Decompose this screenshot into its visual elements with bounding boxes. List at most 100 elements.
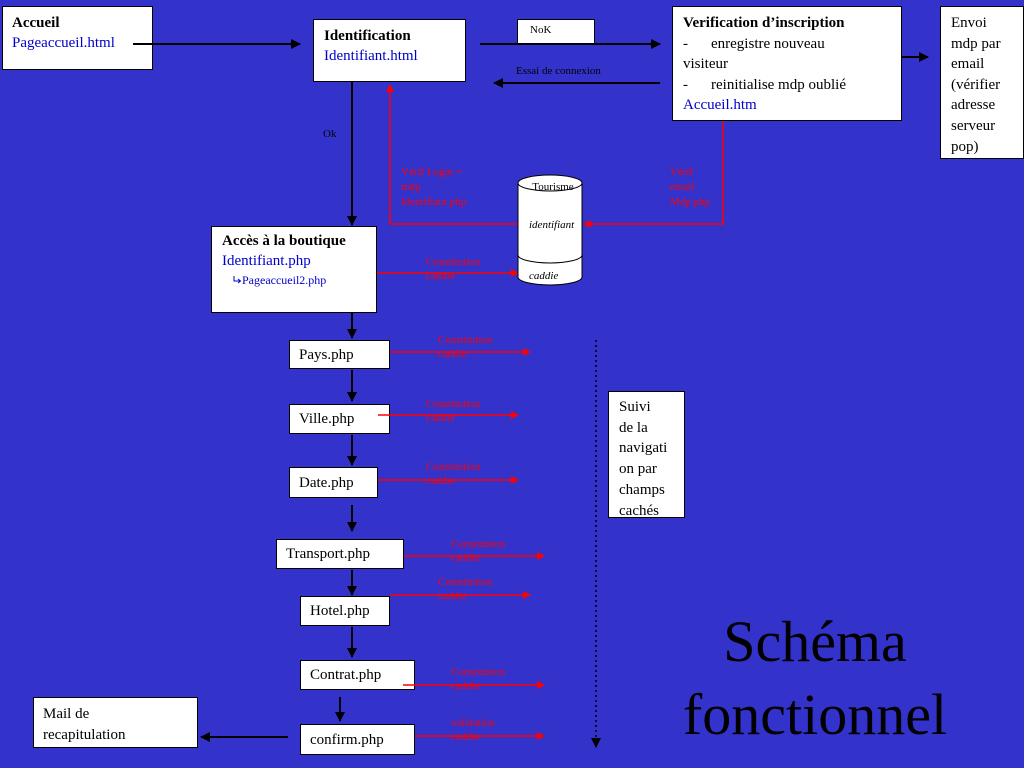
- accueil-title: Accueil: [12, 15, 60, 31]
- caddie-label-line: caddie: [451, 552, 480, 564]
- database-table-caddie: caddie: [529, 270, 558, 282]
- envoi-line: Envoi: [951, 15, 987, 31]
- suivi-line: on par: [619, 461, 657, 478]
- mail-line: recapitulation: [43, 727, 126, 743]
- verif-login-line: Vérif Login +: [401, 166, 463, 178]
- page-name: Contrat.php: [310, 667, 382, 683]
- identification-title: Identification: [324, 28, 411, 44]
- identification-box: Identification Identifiant.html: [313, 19, 466, 82]
- page-name: Hotel.php: [310, 603, 370, 619]
- verif-email-line: email: [670, 181, 695, 193]
- envoi-line: mdp par: [951, 35, 1001, 52]
- caddie-label-line: Constitution: [438, 576, 493, 588]
- caddie-label-line: caddie: [451, 680, 480, 692]
- caddie-label-ville: Constitution caddie: [426, 397, 480, 425]
- caddie-label-line: Constitution: [451, 666, 506, 678]
- caddie-label-line: Constitution: [438, 334, 493, 346]
- suivi-line: champs: [619, 481, 665, 498]
- identification-file: Identifiant.html: [324, 48, 418, 64]
- verification-item-continuation: visiteur: [683, 56, 728, 72]
- database-name: Tourisme: [532, 181, 574, 193]
- envoi-line: (vérifier: [951, 76, 1001, 93]
- accueil-file: Pageaccueil.html: [12, 35, 115, 51]
- caddie-label-line: caddie: [438, 590, 467, 602]
- slide-title-line: Schéma: [723, 609, 907, 674]
- caddie-label-line: validation: [451, 717, 495, 729]
- page-box-confirm: confirm.php: [300, 724, 415, 755]
- envoi-line: pop): [951, 138, 979, 155]
- verif-login-line: Identifiant.php: [401, 196, 467, 208]
- ok-label: Ok: [323, 128, 337, 140]
- boutique-box: Accès à la boutique Identifiant.php Page…: [211, 226, 377, 313]
- caddie-label-line: caddie: [426, 475, 455, 487]
- accueil-box: Accueil Pageaccueil.html: [2, 6, 153, 70]
- caddie-label-pays: Constitution caddie: [438, 333, 492, 361]
- suivi-box: Suivi de la navigati on par champs caché…: [608, 391, 685, 519]
- caddie-label-contrat: Constitution caddie: [451, 665, 505, 693]
- boutique-file: Identifiant.php: [222, 253, 311, 269]
- caddie-label-transport: Constitution caddie: [451, 537, 505, 565]
- verif-email-line: Mdp.php: [670, 196, 711, 208]
- database-table-identifiant: identifiant: [529, 219, 575, 231]
- caddie-label-line: caddie: [438, 348, 467, 360]
- page-box-pays: Pays.php: [289, 340, 390, 369]
- envoi-line: adresse: [951, 97, 996, 114]
- bullet-dash: -: [683, 76, 688, 93]
- verification-title: Verification d’inscription: [683, 15, 845, 31]
- caddie-label-line: Constitution: [451, 538, 506, 550]
- database-cylinder: Tourisme identifiant caddie: [517, 174, 583, 286]
- envoi-box: Envoi mdp par email (vérifier adresse se…: [940, 6, 1024, 159]
- page-box-contrat: Contrat.php: [300, 660, 415, 690]
- subpage-arrow-icon: [233, 276, 242, 284]
- page-box-date: Date.php: [289, 467, 378, 498]
- nok-label: NoK: [530, 24, 552, 36]
- caddie-label-line: Constitution: [426, 461, 481, 473]
- envoi-line: email: [951, 56, 985, 73]
- verif-email-label: Vérif email Mdp.php: [670, 165, 710, 210]
- cylinder-body: [517, 183, 583, 286]
- essai-connexion-label: Essai de connexion: [516, 65, 601, 77]
- mail-line: Mail de: [43, 706, 90, 722]
- verification-item: - enregistre nouveau: [683, 34, 901, 55]
- boutique-subfile-row: Pageaccueil2.php: [222, 271, 376, 289]
- caddie-label-hotel: Constitution caddie: [438, 575, 492, 603]
- page-name: Transport.php: [286, 546, 371, 562]
- suivi-line: navigati: [619, 440, 668, 457]
- page-name: Pays.php: [299, 346, 354, 363]
- page-box-transport: Transport.php: [276, 539, 404, 569]
- slide-title: Schéma fonctionnel: [660, 605, 970, 751]
- cylinder-top: [517, 174, 583, 192]
- page-name: confirm.php: [310, 731, 384, 748]
- caddie-label-line: caddie: [426, 412, 455, 424]
- caddie-label-line: caddie: [426, 270, 455, 282]
- caddie-label-line: caddie: [451, 731, 480, 743]
- page-box-ville: Ville.php: [289, 404, 390, 434]
- caddie-label-line: Constitution: [426, 256, 481, 268]
- slide-title-line: fonctionnel: [682, 682, 948, 747]
- caddie-label-date: Constitution caddie: [426, 460, 480, 488]
- boutique-subfile: Pageaccueil2.php: [242, 273, 327, 287]
- suivi-line: Suivi: [619, 399, 651, 415]
- nok-box: NoK: [517, 19, 595, 45]
- verif-login-label: Vérif Login + mdp Identifiant.php: [401, 165, 466, 210]
- verification-file: Accueil.htm: [683, 97, 757, 113]
- suivi-line: de la: [619, 419, 648, 436]
- verification-box: Verification d’inscription - enregistre n…: [672, 6, 902, 121]
- bullet-dash: -: [683, 35, 688, 52]
- caddie-label-confirm: validation caddie: [451, 716, 495, 744]
- mail-box: Mail de recapitulation: [33, 697, 198, 748]
- page-name: Date.php: [299, 474, 354, 491]
- suivi-line: cachés: [619, 502, 659, 519]
- boutique-title: Accès à la boutique: [222, 233, 346, 249]
- caddie-label-boutique: Constitution caddie: [426, 255, 480, 283]
- verification-item: - reinitialise mdp oublié: [683, 75, 901, 96]
- envoi-line: serveur: [951, 117, 996, 134]
- verif-email-line: Vérif: [670, 166, 694, 178]
- verif-login-line: mdp: [401, 181, 421, 193]
- caddie-label-line: Constitution: [426, 398, 481, 410]
- verification-item-text: enregistre nouveau: [711, 35, 825, 52]
- cylinder-divider: [517, 254, 583, 264]
- page-name: Ville.php: [299, 411, 355, 427]
- page-box-hotel: Hotel.php: [300, 596, 390, 626]
- verification-item-text: reinitialise mdp oublié: [711, 76, 846, 93]
